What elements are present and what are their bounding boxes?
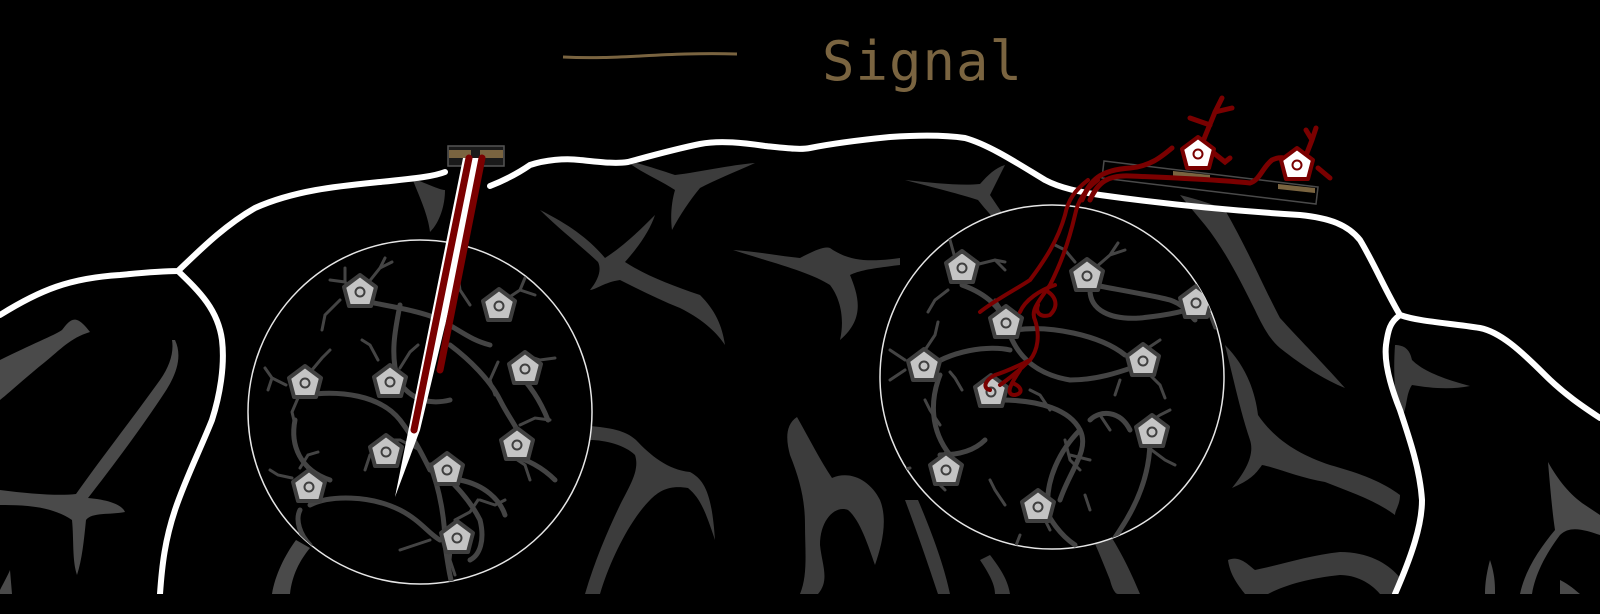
surface-neuron (1180, 135, 1216, 170)
legend (562, 52, 738, 60)
contact-pad (480, 150, 503, 158)
right-magnifier (879, 204, 1225, 550)
contact-pad (449, 150, 471, 158)
sulci (0, 160, 1600, 594)
surface-array (1079, 95, 1333, 205)
bottom-band (0, 594, 1600, 610)
electrode-wire (436, 154, 486, 374)
legend-signal-label: Signal (822, 30, 1024, 93)
brain-outline (0, 132, 1600, 597)
left-neural-network (263, 256, 558, 584)
right-neural-network (888, 238, 1217, 549)
penetrating-electrode (395, 145, 505, 497)
grown-axon-bundle (978, 178, 1100, 398)
electrode-wire (410, 154, 473, 434)
legend-signal-line (562, 52, 738, 60)
contact-pad (1278, 184, 1315, 193)
